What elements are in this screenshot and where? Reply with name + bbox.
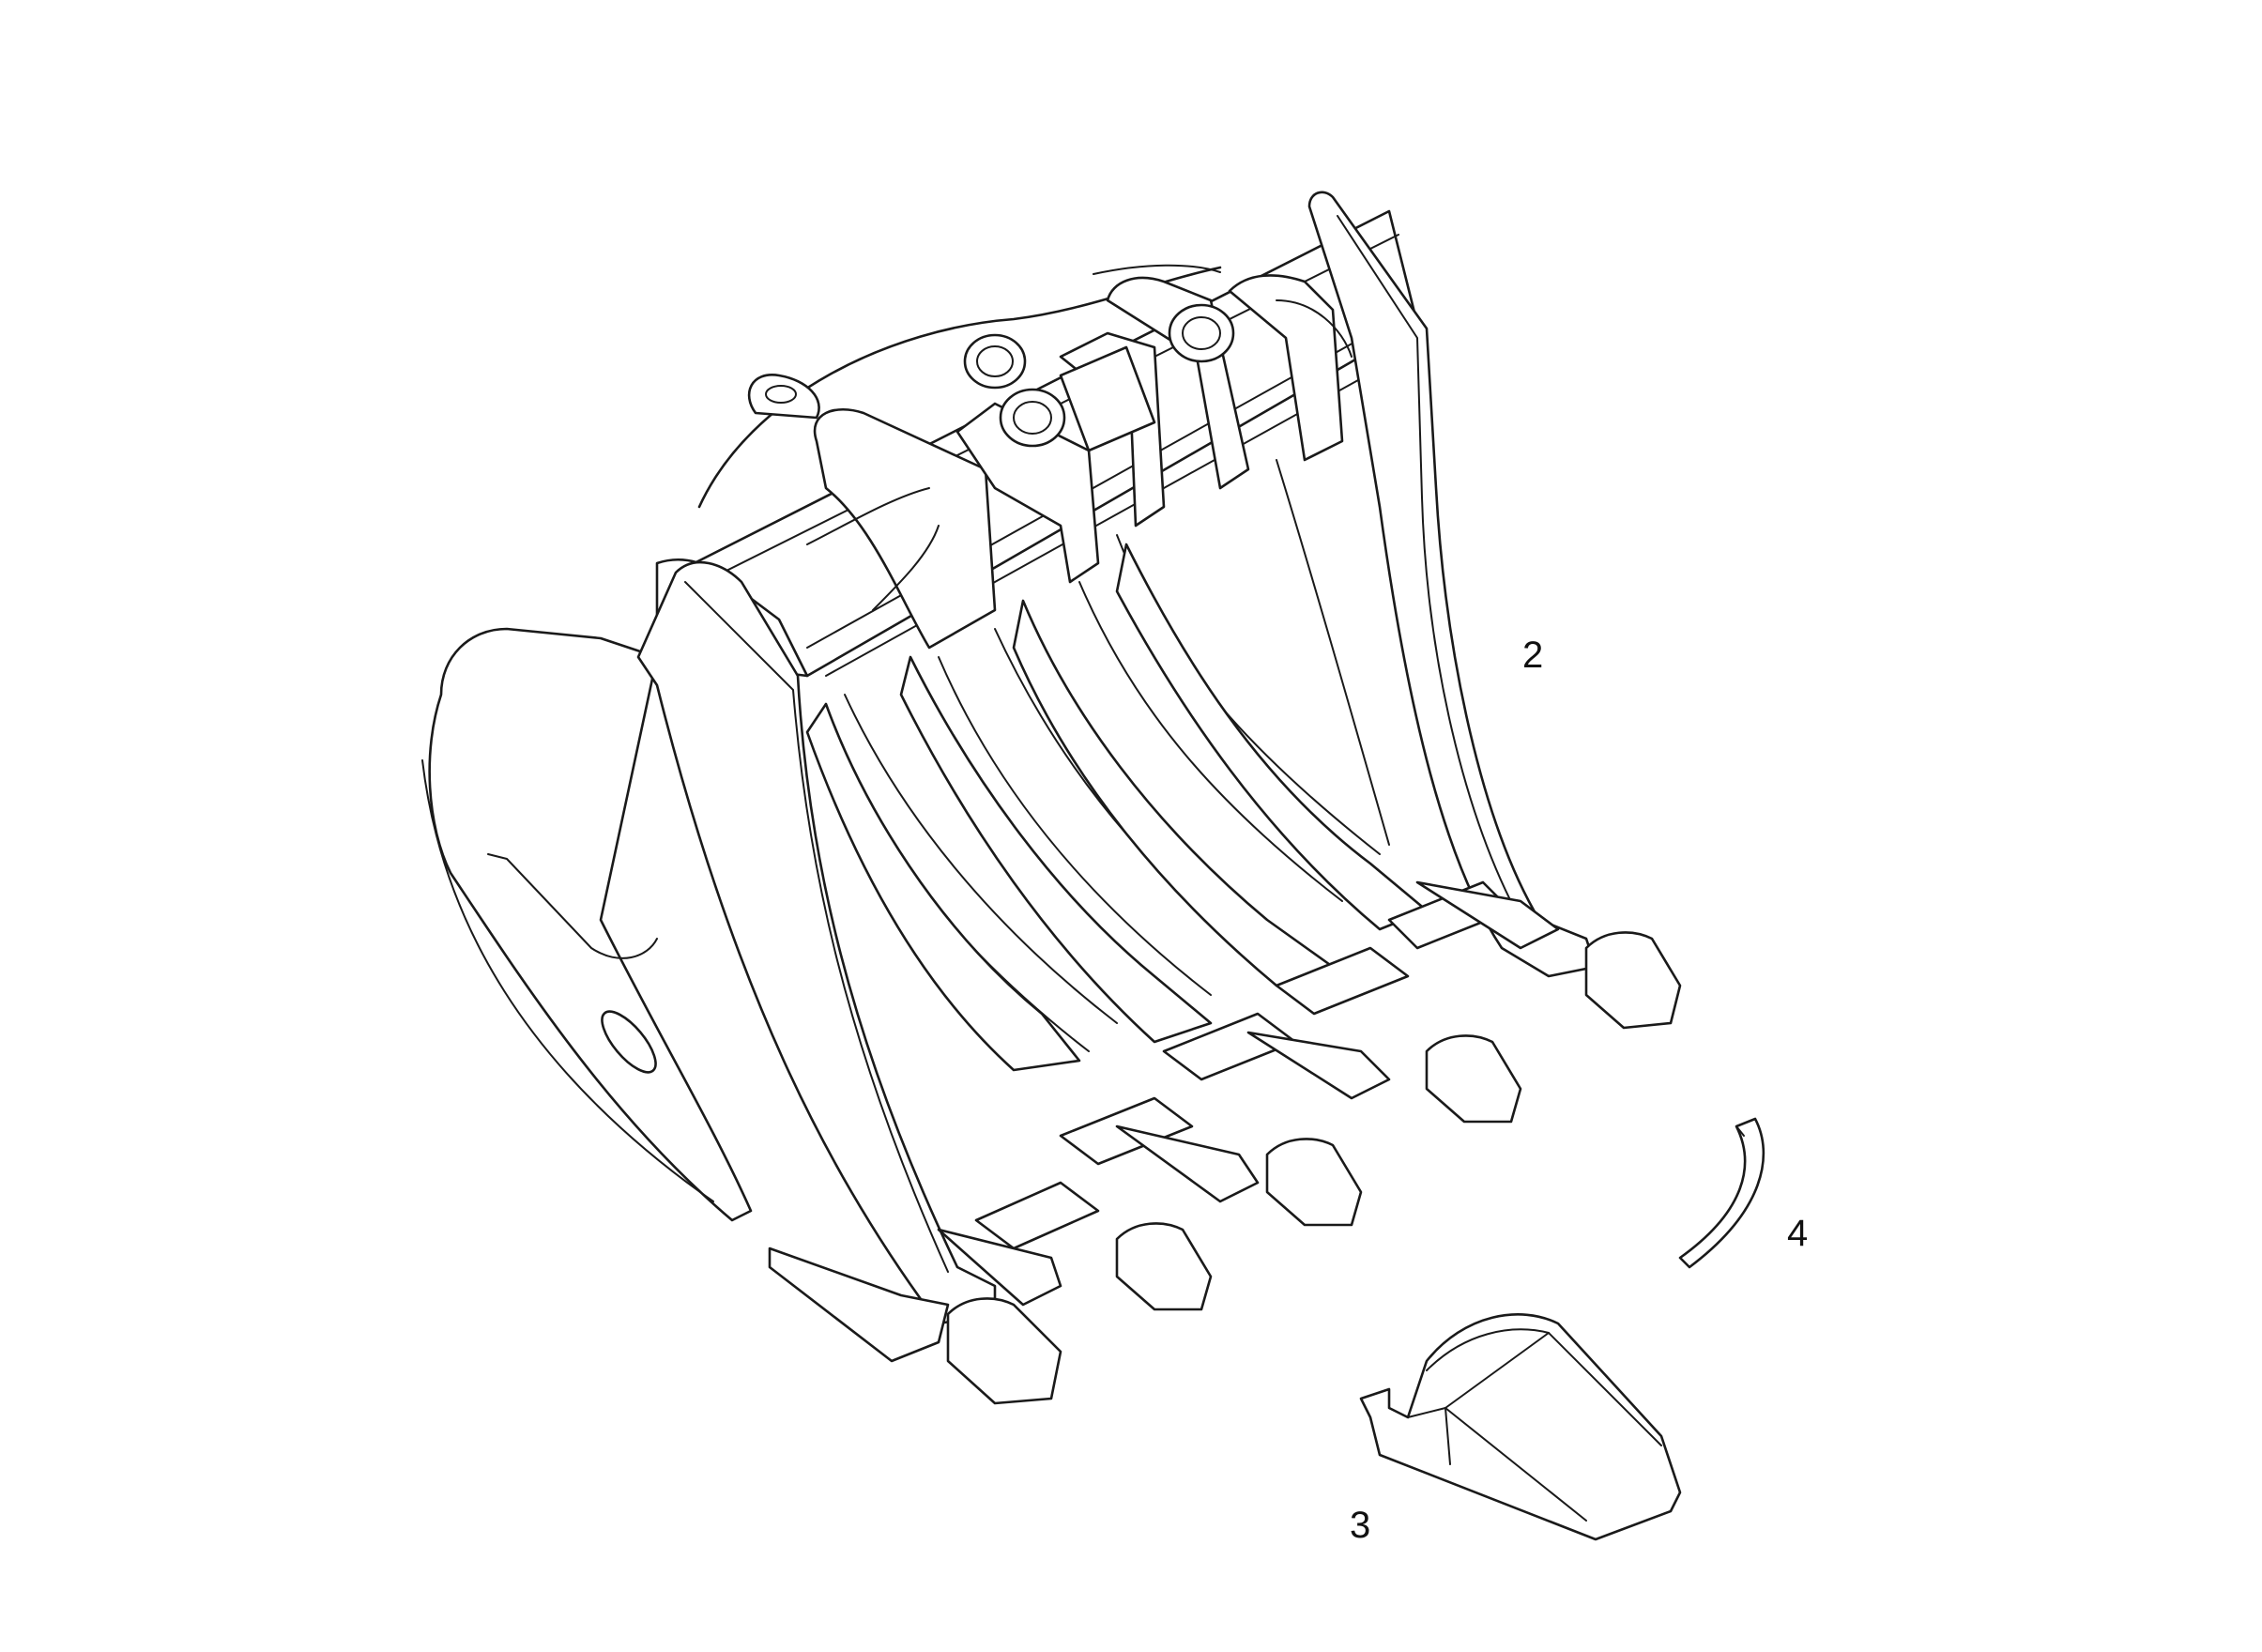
pin-left — [999, 388, 1066, 448]
callout-part-3: 3 — [1350, 1505, 1371, 1546]
tooth-3 — [1115, 1124, 1363, 1227]
front-blade — [636, 560, 997, 1325]
retainer-pin — [1678, 1117, 1765, 1269]
pin-top — [963, 333, 1027, 390]
tooth-5 — [1415, 880, 1682, 1030]
tooth-tip — [1359, 1313, 1682, 1541]
callout-part-2: 2 — [1522, 635, 1544, 676]
lifting-eye — [747, 374, 820, 420]
mounting-lugs — [806, 274, 1353, 650]
callout-part-4: 4 — [1787, 1213, 1809, 1254]
tooth-2 — [937, 1222, 1213, 1311]
rock-bucket-assembly — [421, 191, 1682, 1405]
tooth-1 — [768, 1247, 1062, 1405]
pin-right — [1168, 303, 1235, 363]
bucket-teeth — [768, 880, 1682, 1405]
side-plate-right — [1276, 191, 1597, 978]
tooth-4 — [1246, 1031, 1522, 1124]
